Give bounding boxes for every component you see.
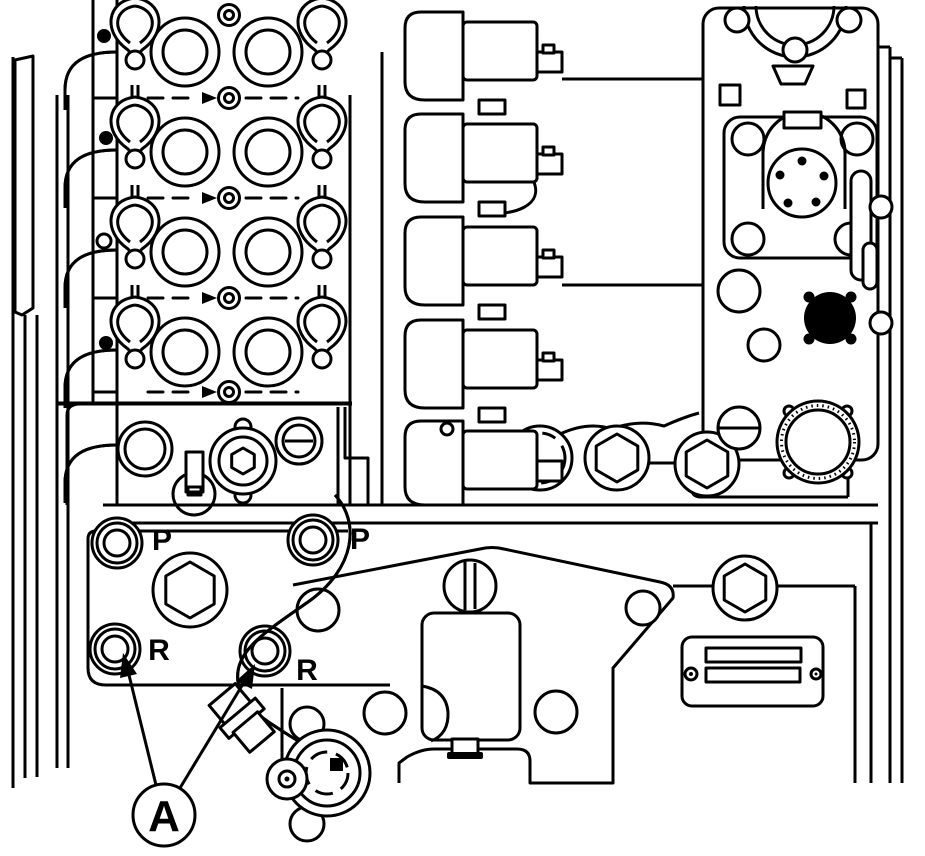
solenoid-3 [403,215,564,321]
mounting-bracket [280,546,857,785]
port-p-right [286,513,340,567]
theta-port [274,416,324,466]
gauge-port-block [57,402,370,517]
solenoid-column [403,10,703,507]
wire-clips [109,0,348,370]
port-labels: P P R R [148,523,370,687]
right-frame-rails [868,45,904,783]
valve-port-circles [149,16,304,388]
mid-band-lines [103,503,878,525]
chord-plug [716,405,762,451]
sensor-connector-arm [207,682,276,754]
right-panel [701,5,880,462]
callout-a-label: A [148,792,180,841]
panel-lower-slab [559,399,861,499]
pr-port-plate [86,513,390,687]
callout-arrow-left [127,674,158,786]
callout-arrow-right [178,678,248,789]
large-hex-plug [151,551,229,629]
hydraulic-hose [236,493,352,766]
callout-a: A [120,653,255,848]
solenoid-5 [403,419,564,507]
mesh-grille [803,291,857,345]
name-plate [680,635,825,708]
solenoid-2 [403,112,564,218]
port-r-left [88,622,142,676]
left-frame-rails [11,54,70,788]
solenoid-1 [403,10,564,116]
port-label-p-left: P [152,524,172,557]
round-connector-with-bail [722,110,879,291]
solenoid-4 [403,318,564,424]
callout-a-circle [131,782,197,848]
port-p-left [90,516,144,570]
flow-arrows [146,92,300,398]
hex-plug [583,424,651,492]
port-label-r-left: R [148,634,170,667]
valve-block [57,0,384,505]
sensor-assembly [207,682,372,843]
hex-plug [711,554,779,622]
slotted-screw [442,558,498,614]
eared-port [208,417,278,505]
port-label-p-right: P [350,523,370,556]
hose-hooks [63,50,119,505]
dotted-connector [775,399,861,485]
port-label-r-right: R [296,654,318,687]
